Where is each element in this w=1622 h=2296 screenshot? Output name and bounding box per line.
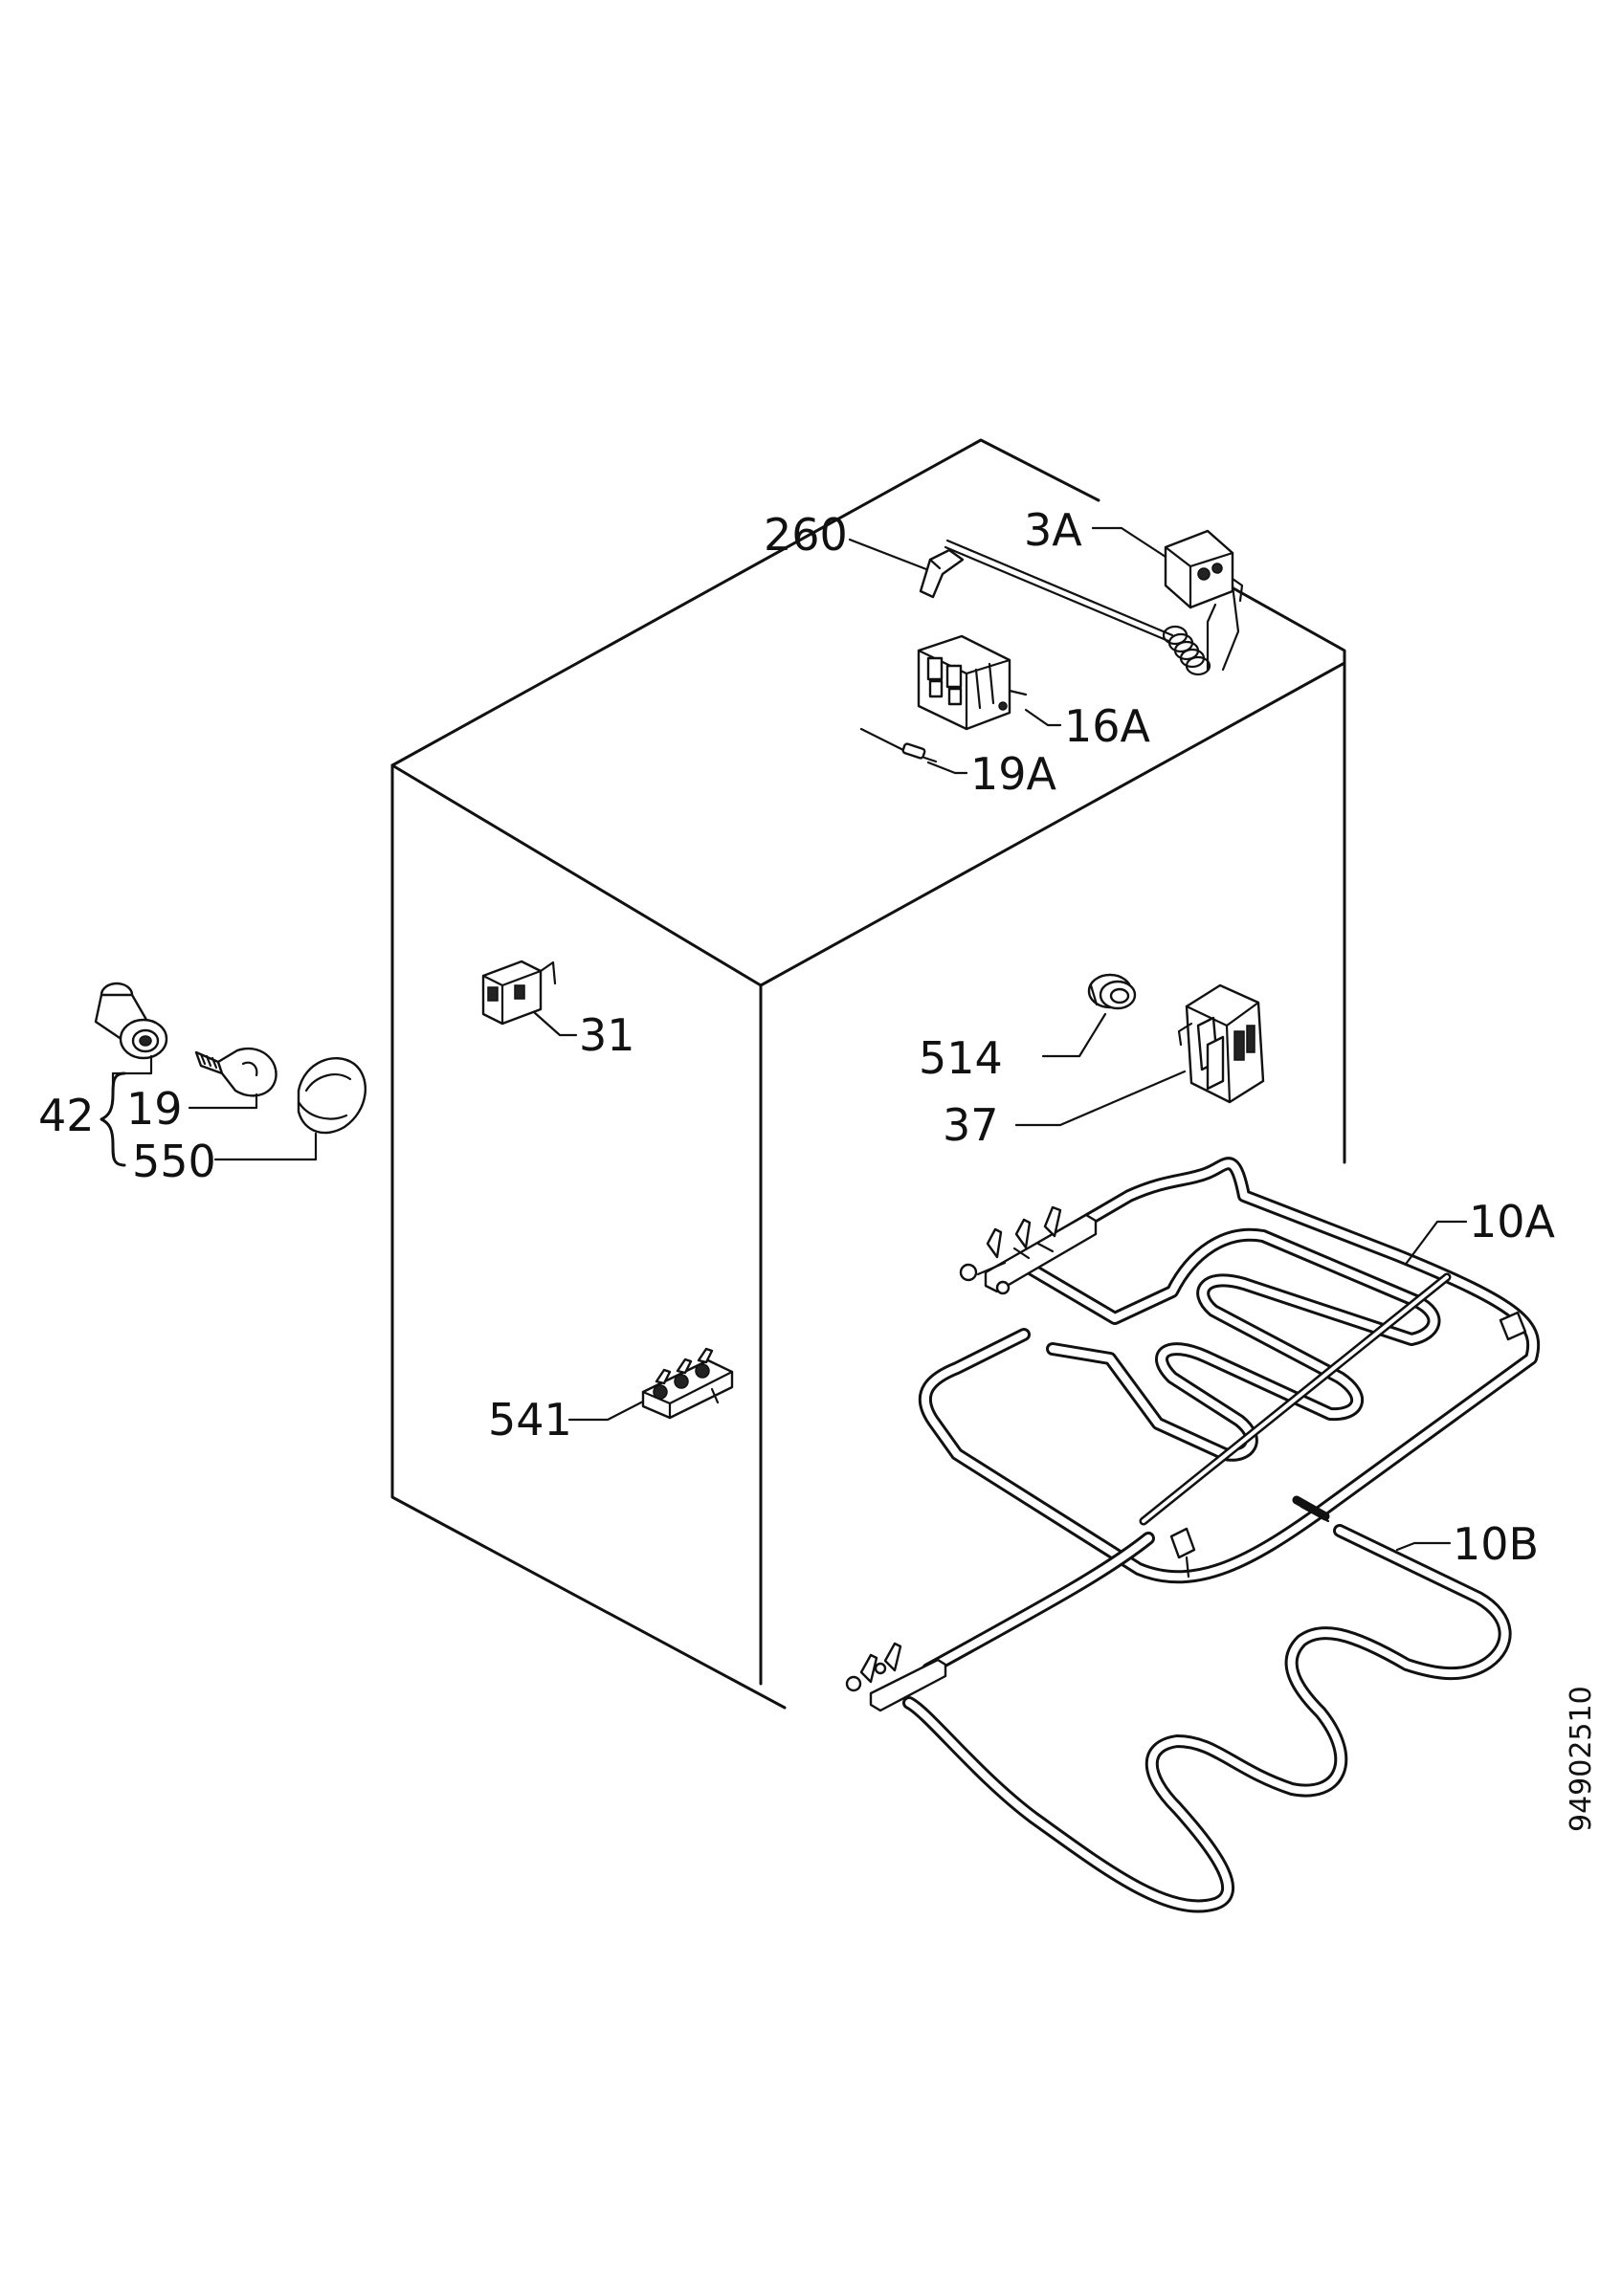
label-3a: 3A bbox=[1024, 504, 1082, 556]
label-42: 42 bbox=[38, 1090, 95, 1141]
lamp-cover-550 bbox=[297, 1057, 367, 1135]
label-514: 514 bbox=[919, 1032, 1003, 1084]
label-10b: 10B bbox=[1453, 1518, 1539, 1570]
oven-cabinet-outline bbox=[390, 438, 1346, 1710]
label-37: 37 bbox=[943, 1099, 999, 1151]
label-31: 31 bbox=[579, 1009, 635, 1061]
thermostat-coil bbox=[1162, 625, 1211, 676]
label-260: 260 bbox=[764, 509, 848, 561]
switch-31 bbox=[481, 960, 557, 1026]
label-16a: 16A bbox=[1064, 700, 1151, 752]
selector-switch-16a bbox=[917, 634, 1028, 731]
group-brace bbox=[100, 1071, 126, 1167]
label-19: 19 bbox=[126, 1083, 183, 1135]
label-541: 541 bbox=[488, 1394, 572, 1446]
part-labels: 260 3A 16A 19A 31 42 19 550 514 37 10A 5… bbox=[38, 504, 1556, 1570]
grill-element-10a bbox=[918, 1157, 1541, 1584]
sensor-clip-260 bbox=[919, 548, 965, 599]
thermostat-switch-3a bbox=[944, 529, 1244, 676]
label-10a: 10A bbox=[1469, 1196, 1556, 1247]
lamp-bulb-19 bbox=[194, 1048, 278, 1097]
bottom-element-10b bbox=[845, 1524, 1512, 1913]
label-550: 550 bbox=[132, 1136, 216, 1187]
document-number: 94902510 bbox=[1565, 1686, 1598, 1832]
lamp-holder-42 bbox=[94, 982, 168, 1060]
label-19a: 19A bbox=[970, 748, 1057, 800]
wire-lead-19a bbox=[859, 727, 938, 763]
leader-lines bbox=[111, 526, 1468, 1552]
terminal-block-541 bbox=[641, 1347, 734, 1420]
door-switch-37 bbox=[1177, 983, 1265, 1104]
grommet-514 bbox=[1087, 973, 1137, 1010]
